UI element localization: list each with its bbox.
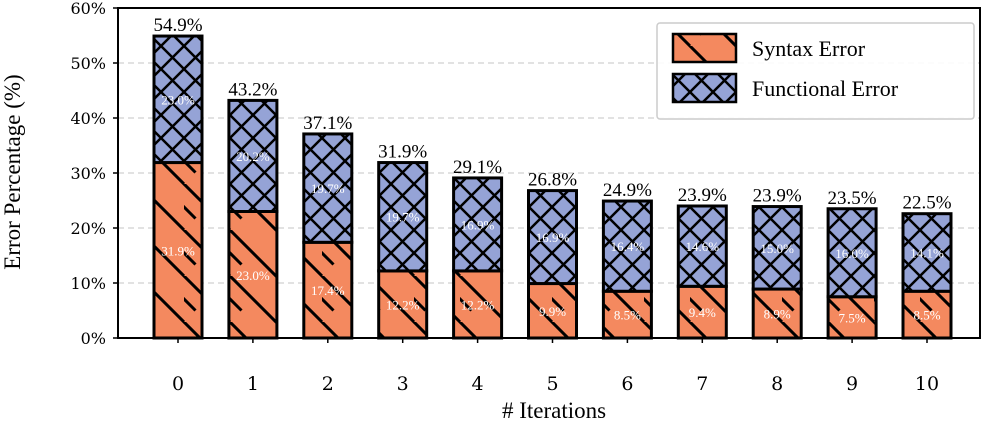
functional-error-bar xyxy=(377,161,429,273)
x-tick-label: 6 xyxy=(621,373,633,395)
functional-error-bar xyxy=(227,98,279,213)
functional-error-value-label: 15.0% xyxy=(760,241,794,256)
functional-error-value-label: 16.9% xyxy=(461,217,495,232)
x-tick-label: 7 xyxy=(696,373,708,395)
legend-swatch-functional xyxy=(671,72,738,104)
functional-error-value-label: 14.6% xyxy=(686,239,720,254)
legend-label-syntax: Syntax Error xyxy=(752,36,866,61)
functional-error-bar xyxy=(676,204,728,288)
functional-error-value-label: 16.4% xyxy=(611,239,645,254)
y-tick-label: 40% xyxy=(70,109,106,128)
functional-error-bar xyxy=(527,189,578,286)
x-axis: 0 1 2 3 4 5 6 7 8 9 10 xyxy=(172,338,939,395)
syntax-error-value-label: 12.2% xyxy=(461,297,495,312)
functional-error-bar xyxy=(601,199,653,293)
x-tick-label: 5 xyxy=(546,373,558,395)
x-tick-label: 8 xyxy=(771,373,783,395)
x-tick-label: 3 xyxy=(397,373,409,395)
x-axis-title: # Iterations xyxy=(502,398,606,423)
functional-error-value-label: 16.0% xyxy=(835,246,869,261)
x-tick-label: 10 xyxy=(915,373,939,395)
functional-error-bar xyxy=(302,132,354,244)
syntax-error-value-label: 8.5% xyxy=(614,308,641,323)
functional-error-bar xyxy=(826,207,878,299)
x-tick-label: 4 xyxy=(472,373,484,395)
total-value-label: 26.8% xyxy=(528,170,577,191)
total-value-label: 24.9% xyxy=(603,180,652,201)
syntax-error-value-label: 12.2% xyxy=(386,297,420,312)
total-value-label: 23.5% xyxy=(828,188,877,209)
total-value-label: 23.9% xyxy=(678,185,727,206)
y-axis-title: Error Percentage (%) xyxy=(0,74,25,269)
syntax-error-value-label: 31.9% xyxy=(161,243,195,258)
functional-error-value-label: 20.2% xyxy=(236,149,270,164)
syntax-error-bar xyxy=(152,161,204,340)
legend-swatch-syntax xyxy=(671,32,738,64)
functional-error-value-label: 14.1% xyxy=(910,245,944,260)
syntax-error-bar xyxy=(601,289,653,340)
syntax-error-value-label: 9.9% xyxy=(539,304,566,319)
x-tick-label: 2 xyxy=(322,373,334,395)
x-tick-label: 0 xyxy=(172,373,184,395)
total-value-label: 31.9% xyxy=(378,142,427,163)
functional-error-value-label: 23.0% xyxy=(161,92,195,107)
y-tick-label: 20% xyxy=(70,219,106,238)
y-tick-label: 60% xyxy=(70,0,106,18)
legend-label-functional: Functional Error xyxy=(752,76,899,101)
y-tick-label: 10% xyxy=(70,274,106,293)
syntax-error-value-label: 17.4% xyxy=(311,283,345,298)
y-tick-label: 50% xyxy=(70,54,106,73)
functional-error-bar xyxy=(751,205,803,291)
total-value-label: 23.9% xyxy=(753,186,802,207)
syntax-error-value-label: 23.0% xyxy=(236,268,270,283)
syntax-error-bar xyxy=(527,282,578,340)
syntax-error-bar xyxy=(826,295,878,340)
functional-error-value-label: 16.9% xyxy=(536,230,570,245)
functional-error-bar xyxy=(901,212,953,293)
syntax-error-bar xyxy=(751,287,803,340)
total-value-label: 22.5% xyxy=(902,193,951,214)
syntax-error-value-label: 9.4% xyxy=(689,305,716,320)
syntax-error-value-label: 8.5% xyxy=(913,308,940,323)
total-value-label: 37.1% xyxy=(303,113,352,134)
total-value-label: 43.2% xyxy=(228,79,277,100)
x-tick-label: 1 xyxy=(247,373,259,395)
x-tick-label: 9 xyxy=(846,373,858,395)
syntax-error-bar xyxy=(452,269,504,340)
y-tick-label: 30% xyxy=(70,164,106,183)
y-tick-label: 0% xyxy=(81,329,106,348)
functional-error-bar xyxy=(452,176,504,273)
syntax-error-bar xyxy=(377,269,429,340)
functional-error-value-label: 19.7% xyxy=(311,181,345,196)
y-axis: 0% 10% 20% 30% 40% 50% 60% xyxy=(70,0,118,348)
functional-error-value-label: 19.7% xyxy=(386,210,420,225)
syntax-error-value-label: 7.5% xyxy=(839,310,866,325)
syntax-error-value-label: 8.9% xyxy=(764,307,791,322)
bars: 31.9% 23.0% 54.9% 23.0% 20.2% 43.2% 17.4% 19.7%… xyxy=(152,15,953,340)
functional-error-bar xyxy=(152,34,204,165)
syntax-error-bar xyxy=(901,289,953,340)
total-value-label: 29.1% xyxy=(453,157,502,178)
total-value-label: 54.9% xyxy=(153,15,202,36)
